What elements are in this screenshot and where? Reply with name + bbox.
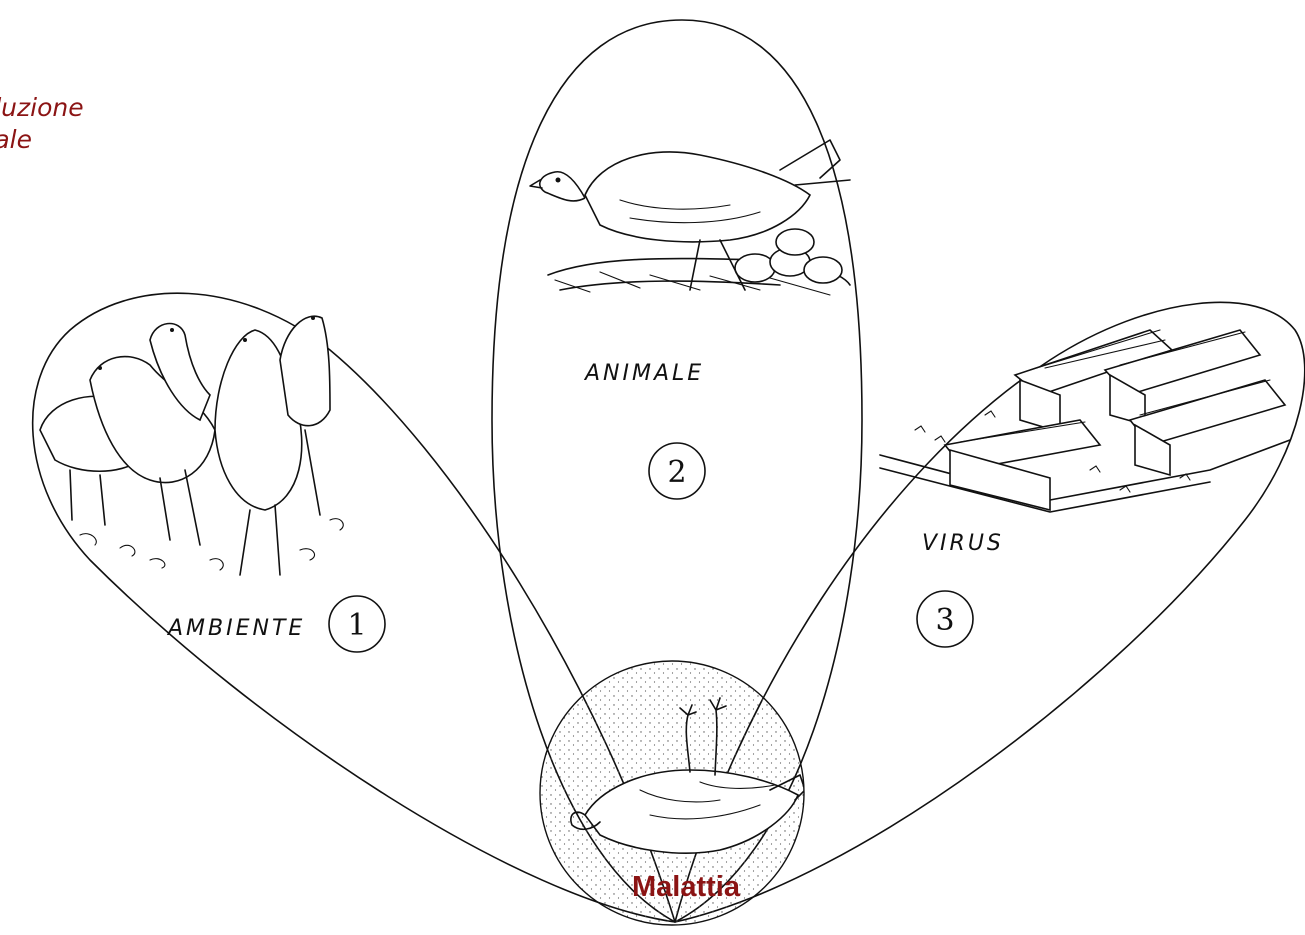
petal-label-virus: VIRUS [922,531,1004,556]
chickens-group-icon [40,316,343,575]
center-label-malattia: Malattia [632,871,741,903]
petal-number-3: 3 [935,603,954,638]
petal-label-ambiente: AMBIENTE [166,616,305,641]
poultry-farm-icon [880,330,1290,512]
petal-number-2: 2 [667,455,686,490]
petal-label-animale: ANIMALE [583,361,704,386]
petal-number-1: 1 [347,608,366,643]
hen-on-nest-icon [530,140,850,295]
